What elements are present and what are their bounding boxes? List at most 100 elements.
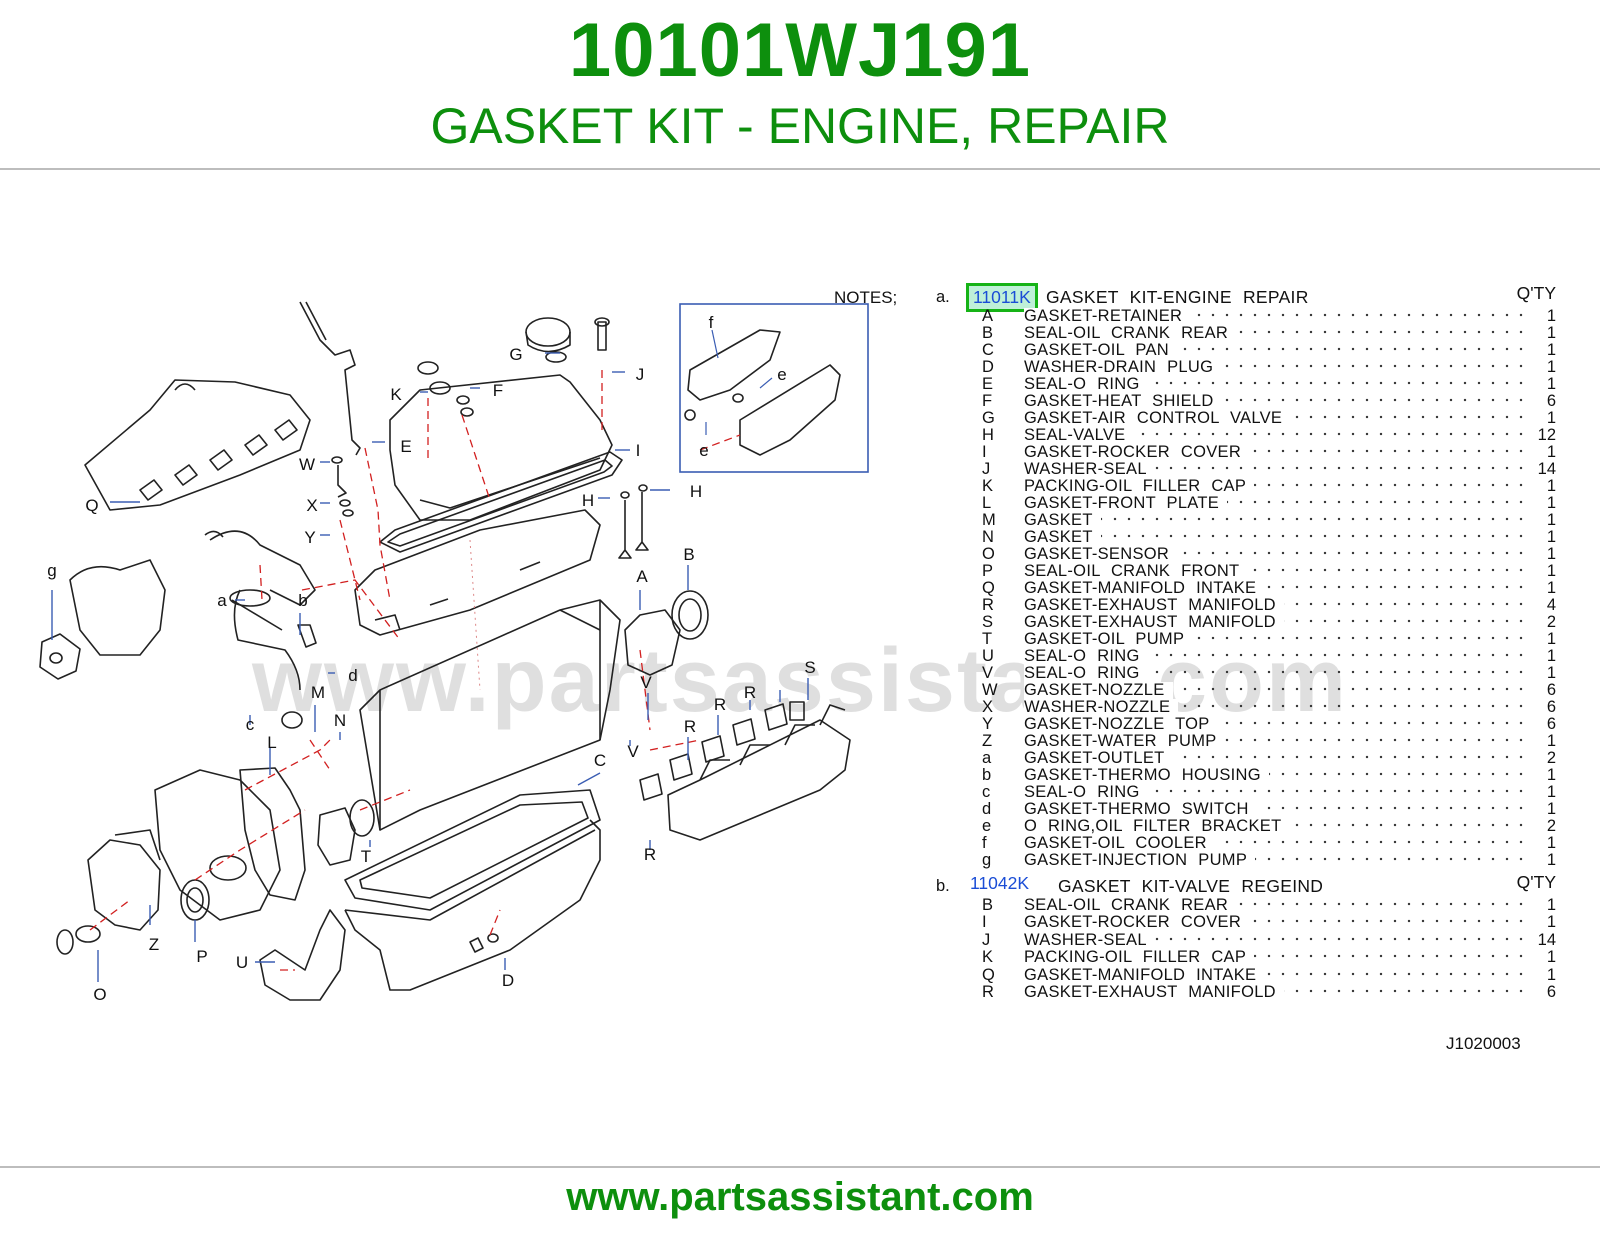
rocker-gasket-shape — [379, 451, 623, 553]
item-description: GASKET-NOZZLE TOP — [1024, 716, 1218, 733]
item-qty: 1 — [1546, 375, 1556, 393]
notes-label: NOTES; — [834, 288, 898, 307]
callout-label: G — [509, 345, 522, 364]
callout-label: E — [400, 437, 411, 456]
callout-label: S — [804, 658, 815, 677]
kit-letter: b. — [936, 877, 950, 895]
item-letter: F — [982, 392, 993, 410]
item-letter: R — [982, 983, 994, 1001]
callout-label: C — [594, 751, 606, 770]
kit-code-link[interactable]: 11011K — [966, 283, 1038, 312]
item-description: SEAL-O RING — [1024, 665, 1148, 682]
callout-label: R — [684, 717, 696, 736]
item-letter: E — [982, 375, 994, 393]
callout-label: U — [236, 953, 248, 972]
kit-header-b: b. 11042K GASKET KIT-VALVE REGEIND Q'TY — [936, 872, 1556, 897]
item-qty: 6 — [1546, 715, 1556, 733]
kit-letter: a. — [936, 288, 950, 306]
item-qty: 2 — [1546, 817, 1556, 835]
item-letter: b — [982, 766, 992, 784]
front-plate-shape — [239, 767, 306, 901]
item-description: GASKET-EXHAUST MANIFOLD — [1024, 614, 1284, 631]
leader-dots — [1024, 568, 1528, 572]
leader-dots — [1024, 466, 1528, 470]
inset-callout-label: e — [777, 365, 786, 384]
leader-dots — [1024, 449, 1528, 453]
dipstick-tube-shape — [299, 301, 361, 456]
callout-label: R — [644, 845, 656, 864]
item-description: GASKET-AIR CONTROL VALVE — [1024, 410, 1291, 427]
callout-label: R — [744, 683, 756, 702]
page-header: 10101WJ191 GASKET KIT - ENGINE, REPAIR — [0, 0, 1600, 168]
callout-label: N — [334, 711, 346, 730]
item-qty: 1 — [1546, 896, 1556, 914]
item-description: GASKET-OIL PAN — [1024, 342, 1177, 359]
cylinder-head-shape — [354, 509, 601, 636]
leader-dots — [1024, 902, 1528, 906]
callout-label: d — [348, 666, 357, 685]
item-letter: T — [982, 630, 993, 648]
callout-label: Y — [304, 528, 315, 547]
leader-dots — [1024, 919, 1528, 924]
callout-label: g — [47, 561, 56, 580]
item-description: GASKET-SENSOR — [1024, 546, 1178, 563]
item-description: WASHER-SEAL — [1024, 931, 1155, 949]
callout-label: X — [306, 496, 317, 515]
parts-row: M GASKET 1 — [936, 512, 1556, 529]
oil-pan-shape — [344, 819, 601, 991]
kit-description: GASKET KIT-VALVE REGEIND — [1058, 876, 1324, 896]
item-qty: 6 — [1546, 983, 1556, 1001]
leader-dots — [1024, 840, 1528, 844]
leader-dots — [1024, 517, 1528, 521]
leader-dots — [1024, 313, 1528, 317]
item-letter: C — [982, 341, 994, 359]
callout-label: W — [299, 455, 315, 474]
item-qty: 1 — [1546, 307, 1556, 325]
item-description: PACKING-OIL FILLER CAP — [1024, 478, 1255, 495]
kit-code-link[interactable]: 11042K — [970, 873, 1030, 893]
leader-dots — [1024, 347, 1528, 351]
qty-header: Q'TY — [1516, 872, 1556, 892]
item-qty: 14 — [1537, 930, 1556, 949]
leader-dots — [1024, 971, 1528, 976]
item-qty: 1 — [1546, 834, 1556, 852]
callout-label: B — [683, 545, 694, 564]
item-qty: 1 — [1546, 528, 1556, 546]
callout-label: c — [246, 715, 255, 734]
item-description: GASKET-HEAT SHIELD — [1024, 393, 1222, 410]
callout-label: P — [196, 947, 207, 966]
item-qty: 1 — [1546, 511, 1556, 529]
item-description: GASKET — [1024, 529, 1101, 546]
item-letter: M — [982, 511, 996, 529]
item-description: GASKET-ROCKER COVER — [1024, 444, 1250, 461]
callout-label: J — [636, 365, 645, 384]
item-description: GASKET — [1024, 512, 1101, 529]
item-qty: 1 — [1546, 494, 1556, 512]
item-letter: Z — [982, 732, 993, 750]
item-letter: P — [982, 562, 994, 580]
item-qty: 4 — [1546, 596, 1556, 614]
item-qty: 1 — [1546, 948, 1556, 967]
item-letter: a — [982, 749, 992, 767]
item-letter: V — [982, 664, 994, 682]
leader-dots — [1024, 670, 1528, 674]
item-letter: e — [982, 817, 992, 835]
leader-dots — [1024, 755, 1528, 759]
item-qty: 1 — [1546, 800, 1556, 818]
callout-label: V — [627, 742, 639, 761]
